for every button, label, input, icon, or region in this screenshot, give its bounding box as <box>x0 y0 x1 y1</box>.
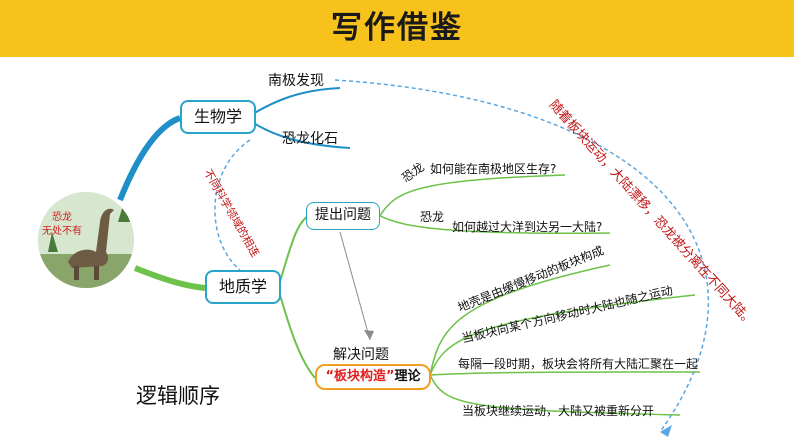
q2-text: 如何越过大洋到达另一大陆? <box>452 220 603 234</box>
branch-to-geology <box>133 265 206 291</box>
branch-q2 <box>379 215 611 234</box>
theory-prefix: “板块构造” <box>325 369 395 384</box>
node-theory: “板块构造”理论 <box>315 364 431 390</box>
node-solve-question: 解决问题 <box>333 347 389 363</box>
branch-theory <box>277 287 316 379</box>
q1-text: 如何能在南极地区生存? <box>430 162 557 176</box>
branch-raise <box>277 215 309 289</box>
branch-p4 <box>429 374 681 416</box>
branch-to-biology <box>117 115 182 202</box>
node-biology: 生物学 <box>180 100 256 134</box>
logic-order-label: 逻辑顺序 <box>136 384 220 408</box>
node-geology: 地质学 <box>205 270 281 304</box>
theory-point-4: 当板块继续运动，大陆又被重新分开 <box>462 404 655 418</box>
node-south-pole: 南极发现 <box>268 73 324 89</box>
branch-q1 <box>379 174 566 217</box>
image-caption-2: 无处不有 <box>42 226 82 237</box>
node-raise-question: 提出问题 <box>306 202 380 230</box>
image-caption-1: 恐龙 <box>52 212 72 223</box>
theory-point-3: 每隔一段时期，板块会将所有大陆汇聚在一起 <box>458 357 699 371</box>
branch-p2 <box>429 294 696 376</box>
page-title: 写作借鉴 <box>331 10 463 46</box>
dinosaur-image: 恐龙 无处不有 <box>38 192 134 288</box>
dinosaur-icon <box>38 192 134 288</box>
title-bar: 写作借鉴 <box>0 0 794 57</box>
node-fossil: 恐龙化石 <box>282 131 338 147</box>
branch-p1 <box>429 264 611 376</box>
branch-south-pole <box>245 87 341 119</box>
q2-label: 恐龙 <box>420 210 445 224</box>
theory-suffix: 理论 <box>394 369 421 384</box>
arrow-raise-solve <box>339 231 371 341</box>
branch-p3 <box>429 371 701 376</box>
